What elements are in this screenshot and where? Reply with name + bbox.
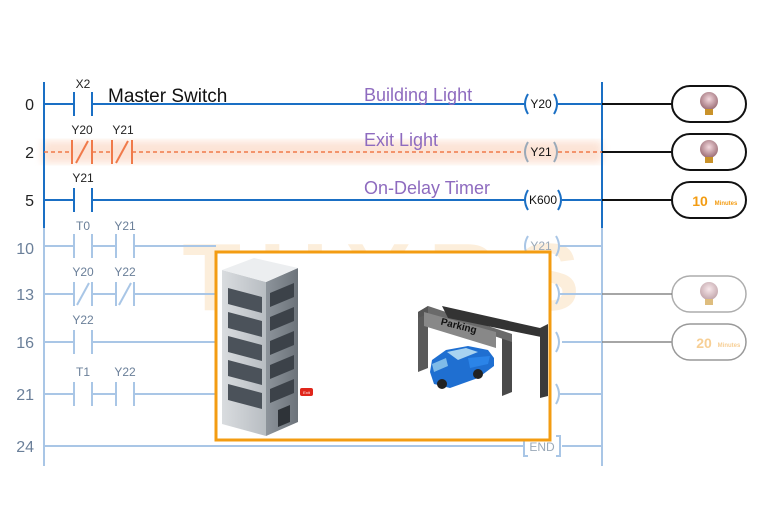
coil-label: Y20	[530, 97, 552, 111]
step-number: 16	[16, 335, 34, 352]
scene-panel: Exit Parking	[214, 250, 552, 442]
step-number: 0	[25, 97, 34, 114]
contact-label: Y20	[71, 123, 93, 137]
contact-label: Y20	[72, 265, 94, 279]
rung-21	[44, 382, 602, 406]
contact-label: T0	[76, 219, 90, 233]
exit-light-bulb-output	[671, 133, 747, 171]
end-instruction: END	[529, 440, 555, 454]
parking-structure-illustration	[418, 306, 548, 398]
step-number: 24	[16, 439, 34, 456]
car-illustration	[430, 346, 494, 389]
timer-20-output	[671, 323, 747, 361]
rung-0	[44, 92, 602, 116]
contact-label: Y21	[72, 171, 94, 185]
rung-13	[44, 282, 602, 306]
rung-2	[44, 140, 602, 164]
step-number: 13	[16, 287, 34, 304]
exit-sign: Exit	[303, 390, 311, 395]
timer-10-output	[671, 181, 747, 219]
building-light-bulb-output	[671, 85, 747, 123]
contact-label: T1	[76, 365, 90, 379]
timer-unit: Minutes	[715, 201, 738, 207]
coil-label: Y21	[530, 239, 552, 253]
timer-value: 20	[696, 335, 712, 351]
coil-label: K600	[529, 193, 557, 207]
contact-label: Y21	[114, 219, 136, 233]
step-number: 21	[16, 387, 34, 404]
step-number: 10	[16, 241, 34, 258]
timer-label: On-Delay Timer	[364, 178, 490, 198]
timer-unit: Minutes	[718, 343, 741, 349]
coil-label: Y21	[530, 145, 552, 159]
contact-label: Y21	[112, 123, 134, 137]
contact-label: Y22	[72, 313, 94, 327]
exit-light-label: Exit Light	[364, 130, 438, 150]
building-light-label: Building Light	[364, 85, 472, 105]
contact-label: Y22	[114, 265, 136, 279]
rung-16	[44, 330, 602, 354]
timer-value: 10	[692, 193, 708, 209]
rung-5	[44, 188, 602, 212]
master-switch-title: Master Switch	[108, 86, 227, 107]
contact-label: Y22	[114, 365, 136, 379]
step-number: 2	[25, 145, 34, 162]
building-illustration	[222, 258, 313, 436]
dim-bulb-output	[671, 275, 747, 313]
step-number: 5	[25, 193, 34, 210]
contact-label: X2	[76, 77, 91, 91]
